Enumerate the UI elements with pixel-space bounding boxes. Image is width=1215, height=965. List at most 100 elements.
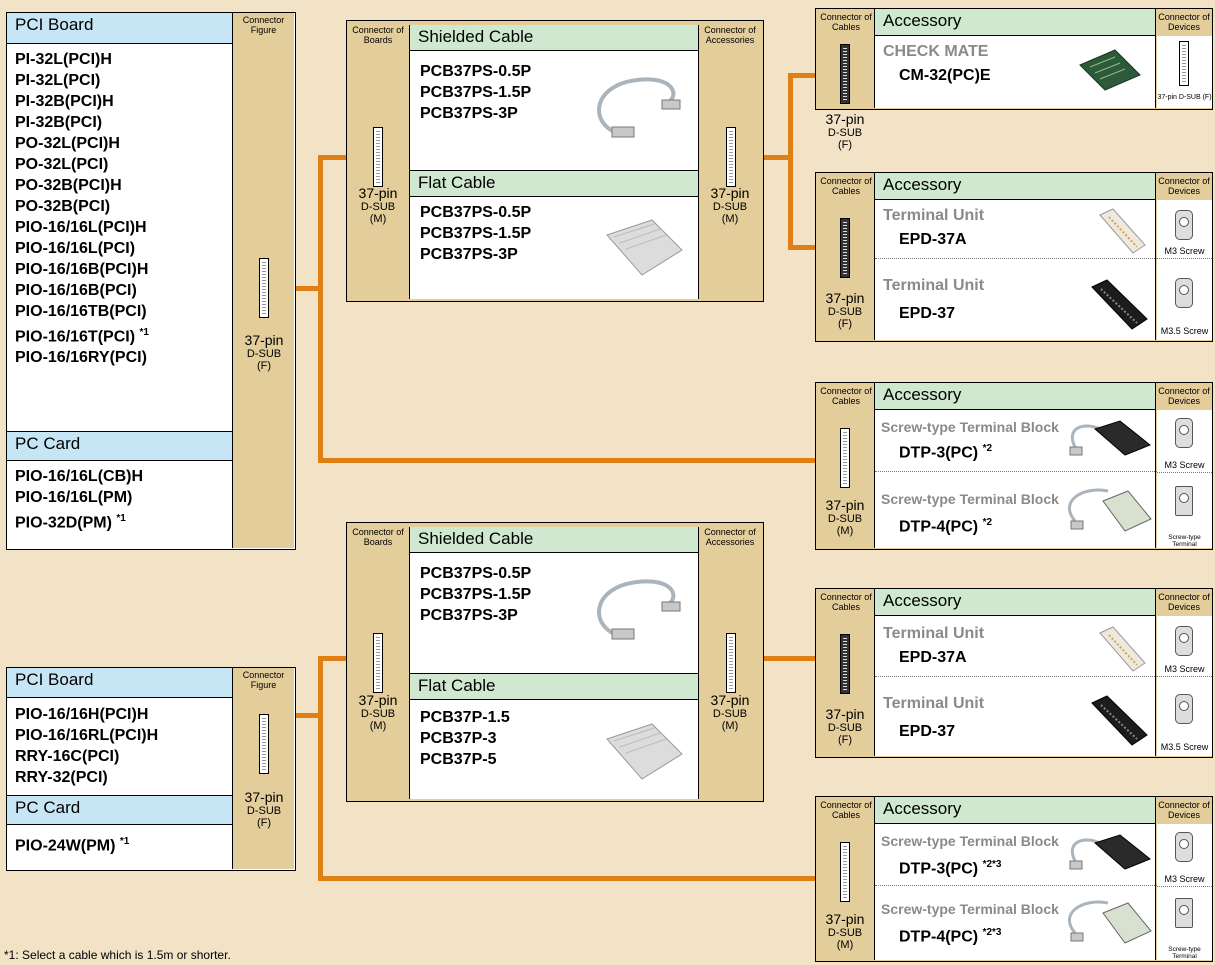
- screw-terminal-icon: [1175, 418, 1193, 448]
- pci-board-list: PIO-16/16H(PCI)H PIO-16/16RL(PCI)H RRY-1…: [15, 704, 230, 788]
- device-label: Screw-type Terminal: [1157, 534, 1212, 548]
- link-acc2: [788, 245, 816, 250]
- devices-connector-header: Connector of Devices: [1156, 386, 1212, 406]
- screw-terminal-icon: [1175, 210, 1193, 240]
- terminal-block-image: [1063, 893, 1155, 955]
- pci-board-header: PCI Board: [7, 13, 232, 44]
- list-item: PCB37PS-0.5P: [420, 563, 531, 584]
- row-divider: [875, 676, 1157, 677]
- connector-figure-panel: Connector Figure 37-pin D-SUB (F): [232, 668, 294, 869]
- list-item: PO-32L(PCI)H: [15, 133, 230, 154]
- dsub-female-connector-icon: [259, 714, 269, 774]
- list-item: PO-32B(PCI): [15, 196, 230, 217]
- cables-connector-header: Connector of Cables: [818, 800, 874, 820]
- terminal-block-image: [1065, 417, 1155, 472]
- accessory-category: Terminal Unit: [883, 277, 984, 295]
- pin-label: 37-pinD-SUB(M): [347, 693, 409, 732]
- link-left1-vert: [318, 157, 323, 463]
- shielded-cable-image: [592, 567, 692, 647]
- terminal-unit-image: [1095, 625, 1150, 675]
- accessory-header: Accessory: [875, 383, 1155, 410]
- board-list-2: PCI Board Connector Figure 37-pin D-SUB …: [6, 667, 296, 871]
- list-item: PIO-16/16B(PCI): [15, 280, 230, 301]
- devices-connector-header: Connector of Devices: [1156, 12, 1212, 32]
- accessory-panel: Accessory Screw-type Terminal Block DTP-…: [874, 383, 1156, 548]
- footnote: *1: Select a cable which is 1.5m or shor…: [4, 948, 231, 962]
- accessory-category: Screw-type Terminal Block: [881, 491, 1059, 507]
- check-mate-board-image: [1075, 45, 1145, 95]
- row-divider: [1157, 258, 1212, 259]
- link-left1-cable1-top: [318, 155, 348, 160]
- screw-type-terminal-icon: [1175, 898, 1193, 928]
- pin-label: 37-pinD-SUB(F): [816, 707, 874, 746]
- dsub-female-connector-icon: [840, 44, 850, 104]
- dsub-female-connector-icon: [840, 634, 850, 694]
- terminal-unit-image: [1087, 277, 1152, 332]
- devices-connector-header: Connector of Devices: [1156, 176, 1212, 196]
- pin-label: 37-pinD-SUB(M): [816, 498, 874, 537]
- cables-connector-header: Connector of Cables: [818, 12, 874, 32]
- accessory-category: Terminal Unit: [883, 695, 984, 713]
- list-item: PIO-24W(PM) *1: [15, 831, 230, 856]
- row-divider: [1157, 676, 1212, 677]
- screw-type-terminal-icon: [1175, 486, 1193, 516]
- row-divider: [1157, 886, 1212, 887]
- terminal-unit-image: [1087, 693, 1152, 748]
- accessory-header: Accessory: [875, 9, 1155, 36]
- link-left1-acc3: [318, 458, 816, 463]
- link-left2-acc5: [318, 876, 816, 881]
- device-label: M3.5 Screw: [1157, 742, 1212, 752]
- list-item: PIO-16/16RL(PCI)H: [15, 725, 230, 746]
- dsub-female-connector-icon: [840, 218, 850, 278]
- list-item: PIO-16/16L(PCI): [15, 238, 230, 259]
- flat-cable-image: [602, 215, 692, 285]
- screw-terminal-icon: [1175, 832, 1193, 862]
- shielded-cable-image: [592, 65, 692, 145]
- list-item: PIO-32D(PM) *1: [15, 508, 230, 533]
- accessory-category: Terminal Unit: [883, 207, 984, 225]
- cables-connector-header: Connector of Cables: [818, 592, 874, 612]
- pin-label: 37-pinD-SUB(M): [347, 186, 409, 225]
- device-panel: M3 Screw Screw-type Terminal: [1157, 824, 1212, 960]
- link-left2-cable2-top: [318, 656, 348, 661]
- list-item: PCB37P-1.5: [420, 707, 510, 728]
- accessory-name: EPD-37: [899, 723, 955, 741]
- accessory-category: Screw-type Terminal Block: [881, 901, 1059, 917]
- row-divider: [1157, 472, 1212, 473]
- connector-figure-panel: Connector Figure 37-pin D-SUB (F): [232, 13, 294, 548]
- device-label: 37-pin D-SUB (F): [1157, 94, 1212, 101]
- pci-board-header: PCI Board: [7, 668, 232, 698]
- list-item: PIO-16/16H(PCI)H: [15, 704, 230, 725]
- cables-connector-header: Connector of Cables: [818, 386, 874, 406]
- cable-list-panel: Shielded Cable PCB37PS-0.5P PCB37PS-1.5P…: [409, 527, 699, 799]
- connector-figure-header: Connector Figure: [233, 668, 294, 692]
- pin-label: 37-pin D-SUB (F): [233, 333, 295, 372]
- list-item: PCB37PS-3P: [420, 605, 531, 626]
- accessory-name: DTP-3(PC) *2: [899, 443, 992, 462]
- acc1-pin-label: 37-pinD-SUB(F): [815, 112, 875, 151]
- accessory-box-1: Connector of Cables Accessory CHECK MATE…: [815, 8, 1213, 110]
- list-item: PIO-16/16L(PCI)H: [15, 217, 230, 238]
- list-item: PCB37PS-1.5P: [420, 584, 531, 605]
- accessory-name: EPD-37A: [899, 231, 967, 249]
- devices-connector-header: Connector of Devices: [1156, 592, 1212, 612]
- shielded-cable-header: Shielded Cable: [410, 527, 698, 553]
- screw-terminal-icon: [1175, 694, 1193, 724]
- list-item: PCB37PS-1.5P: [420, 82, 531, 103]
- accessory-header: Accessory: [875, 173, 1155, 200]
- device-panel: M3 Screw Screw-type Terminal: [1157, 410, 1212, 548]
- dsub-male-connector-icon: [373, 127, 383, 187]
- cable-list-panel: Shielded Cable PCB37PS-0.5P PCB37PS-1.5P…: [409, 25, 699, 299]
- cable-group-2: Connector of Boards Connector of Accesso…: [346, 522, 764, 802]
- row-divider: [875, 258, 1157, 259]
- dsub-male-connector-icon: [840, 842, 850, 902]
- list-item: PIO-16/16TB(PCI): [15, 301, 230, 322]
- accessory-name: DTP-4(PC) *2: [899, 517, 992, 536]
- board-list-1: PCI Board Connector Figure 37-pin D-SUB …: [6, 12, 296, 550]
- accessory-name: EPD-37A: [899, 649, 967, 667]
- accessory-name: CM-32(PC)E: [899, 67, 991, 85]
- device-label: M3.5 Screw: [1157, 326, 1212, 336]
